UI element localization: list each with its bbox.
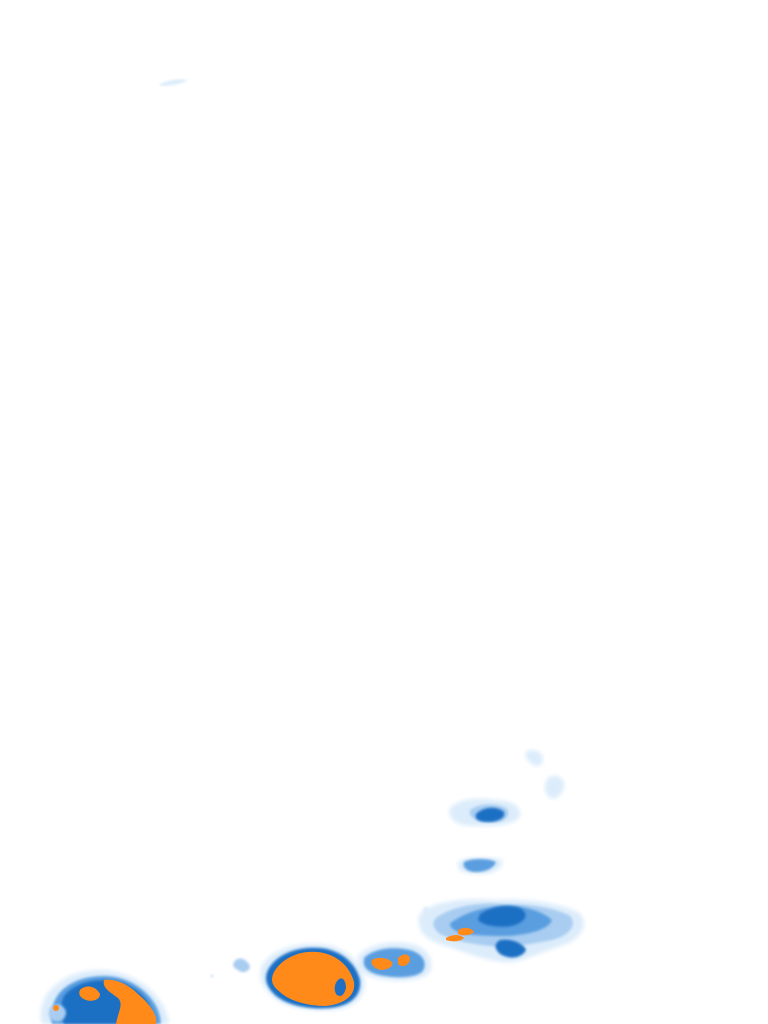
precip-cell-center-east <box>357 942 432 981</box>
precip-cell-fragment-ne <box>525 749 565 799</box>
precip-cell-streak-top <box>160 79 188 86</box>
precip-cell-large-east <box>418 899 584 963</box>
precip-cell-small-east <box>458 857 503 874</box>
precip-cell-mid-east <box>449 798 521 826</box>
precip-specks <box>210 907 429 978</box>
precip-cell-heavy-southwest <box>40 970 169 1024</box>
precip-cell-heavy-center <box>260 943 365 1011</box>
